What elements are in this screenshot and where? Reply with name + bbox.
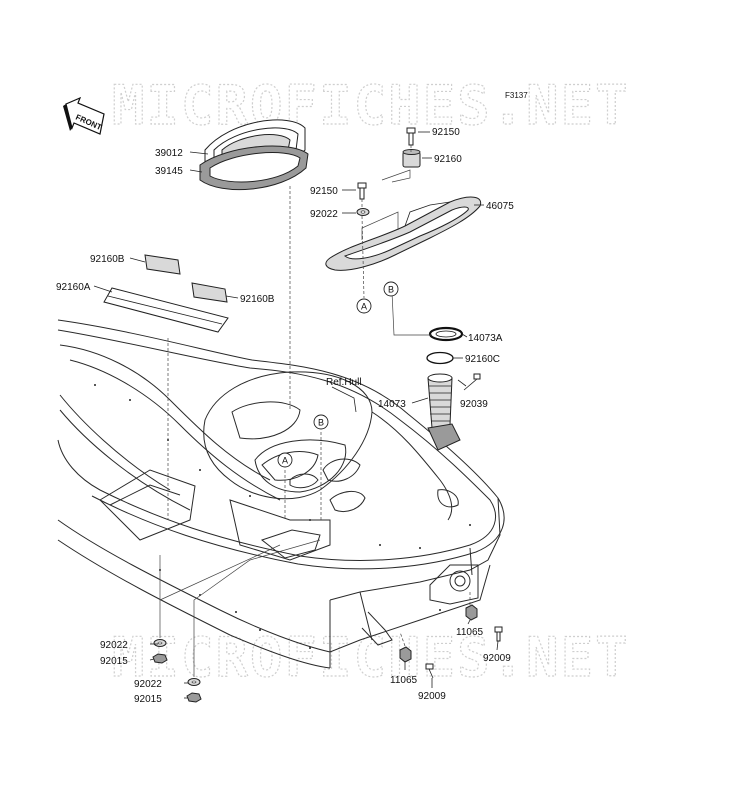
- svg-text:A: A: [361, 302, 367, 312]
- screw-92009-center: [425, 663, 434, 679]
- bolt-92150-lower: [357, 182, 367, 200]
- pad-92160b-lower: [191, 282, 228, 303]
- part-label-14073: 14073: [378, 399, 406, 410]
- part-label-46075: 46075: [486, 201, 514, 212]
- front-arrow-icon: FRONT: [63, 96, 105, 135]
- nut-11065-center: [399, 646, 412, 663]
- spacer-92160: [402, 149, 421, 168]
- part-label-92015-left-1: 92015: [100, 656, 128, 667]
- part-label-92150-upper: 92150: [432, 127, 460, 138]
- ring-92160c: [426, 351, 454, 365]
- svg-text:A: A: [282, 456, 288, 466]
- screw-92039: [457, 373, 481, 391]
- screw-92009-right: [494, 626, 503, 642]
- part-label-92160a: 92160A: [56, 282, 91, 293]
- part-label-92160b-upper: 92160B: [90, 254, 125, 265]
- part-label-92160c: 92160C: [465, 354, 500, 365]
- part-label-11065-right: 11065: [456, 627, 484, 638]
- part-label-92160: 92160: [434, 154, 462, 165]
- nut-92015-left-1: [152, 653, 168, 664]
- part-label-92150-lower: 92150: [310, 186, 338, 197]
- washer-92022-left-1: [153, 639, 167, 647]
- nut-11065-right: [465, 604, 478, 621]
- grab-handle-46075: [325, 196, 482, 271]
- figure-code: F3137: [505, 91, 528, 100]
- part-label-92022-left-2: 92022: [134, 679, 162, 690]
- part-label-11065-center: 11065: [390, 675, 418, 686]
- part-label-39012: 39012: [155, 148, 183, 159]
- part-label-14073a: 14073A: [468, 333, 503, 344]
- svg-text:B: B: [388, 285, 394, 295]
- grommet-14073a: [428, 326, 464, 342]
- part-label-92009-center: 92009: [418, 691, 446, 702]
- callout-a-top: A: [356, 298, 372, 314]
- watermark-top: MICROFICHES.NET: [112, 74, 630, 137]
- part-label-39145: 39145: [155, 166, 183, 177]
- part-label-92015-left-2: 92015: [134, 694, 162, 705]
- part-label-92022-left-1: 92022: [100, 640, 128, 651]
- part-label-92022-upper: 92022: [310, 209, 338, 220]
- washer-92022-upper: [356, 208, 370, 216]
- gasket-39145: [199, 145, 309, 191]
- part-label-92039: 92039: [460, 399, 488, 410]
- part-label-92009-right: 92009: [483, 653, 511, 664]
- pad-92160a: [103, 287, 229, 333]
- bolt-92150-upper: [406, 127, 416, 146]
- ref-hull-label: Ref.Hull: [326, 377, 362, 388]
- hull-body: [57, 319, 505, 669]
- washer-92022-left-2: [187, 678, 201, 686]
- hose-14073: [427, 373, 461, 451]
- leader-lines: [93, 131, 499, 699]
- svg-text:B: B: [318, 418, 324, 428]
- callout-a-hull: A: [277, 452, 293, 468]
- nut-92015-left-2: [186, 692, 202, 703]
- callout-b-hull: B: [313, 414, 329, 430]
- pad-92160b-upper: [144, 254, 181, 275]
- callout-b-top: B: [383, 281, 399, 297]
- part-label-92160b-lower: 92160B: [240, 294, 275, 305]
